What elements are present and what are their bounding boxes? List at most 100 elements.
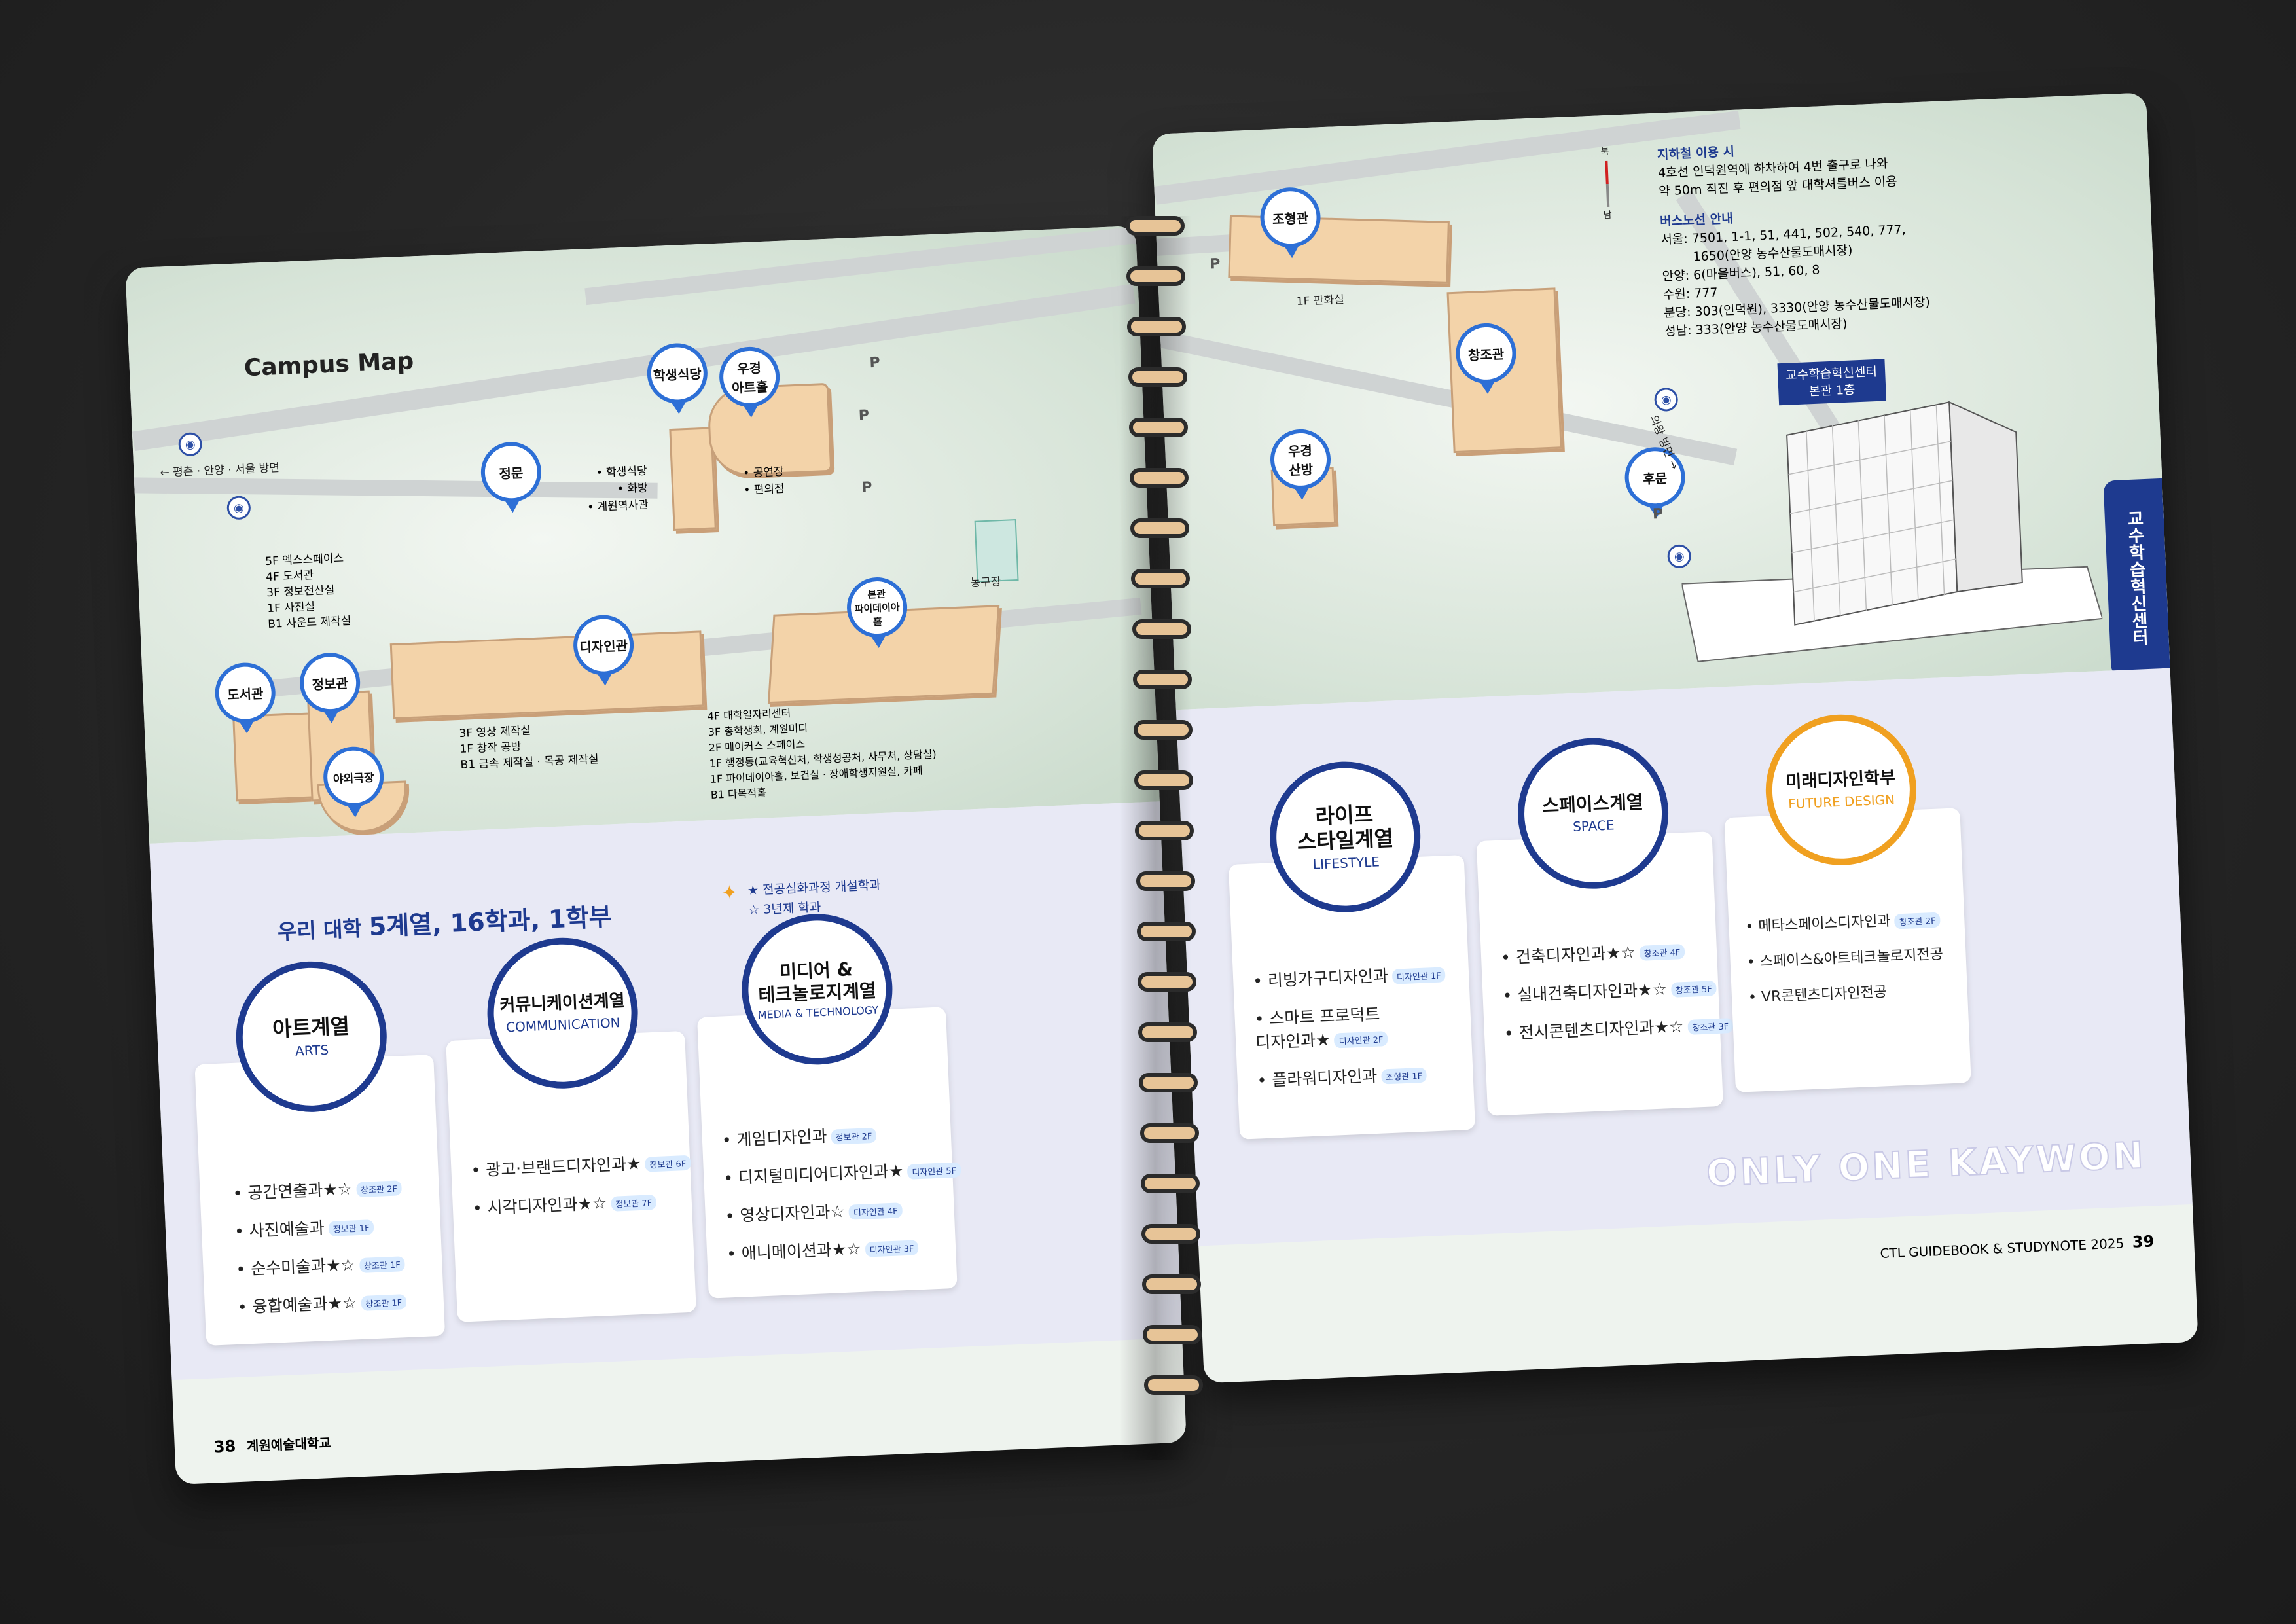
note-line: • 공연장 xyxy=(742,465,785,480)
pin-label: 정문 xyxy=(499,465,524,482)
location-tag: 창조관 1F xyxy=(360,1293,407,1311)
right-page: 조형관 창조관 우경 산방 후문 1F 판화실 P P ◉ ◉ 의왕 방면 → … xyxy=(1152,92,2198,1384)
dept-name: 광고·브랜드디자인과★ xyxy=(485,1153,642,1180)
pin-label: 디자인관 xyxy=(579,637,628,655)
parking-icon: P xyxy=(869,354,881,372)
transit-info: 지하철 이용 시 4호선 인덕원역에 하차하여 4번 출구로 나와 약 50m … xyxy=(1657,135,1931,341)
spiral-ring xyxy=(1139,1123,1199,1143)
dept-name: 시각디자인과★☆ xyxy=(487,1193,607,1218)
group-name-en: LIFESTYLE xyxy=(1312,854,1380,873)
dept-item: • 건축디자인과★☆창조관 4F xyxy=(1500,935,1730,969)
design-floors: 3F 영상 제작실 1F 창작 공방 B1 금속 제작실 · 목공 제작실 xyxy=(459,720,599,773)
group-name-ko: 미디어 & 테크놀로지계열 xyxy=(757,958,877,1006)
left-page: Campus Map ◉ ◉ ← 평촌 · 안양 · 서울 방면 농구장 정문 … xyxy=(125,226,1187,1485)
pin-label: 정보관 xyxy=(312,675,349,693)
location-tag: 창조관 3F xyxy=(1687,1017,1734,1035)
dept-item: • 융합예술과★☆창조관 1F xyxy=(237,1288,407,1318)
basketball-label: 농구장 xyxy=(970,575,1001,590)
group-name-en: COMMUNICATION xyxy=(505,1014,621,1035)
school-name: 계원예술대학교 xyxy=(246,1435,332,1454)
side-tab-label: 교수학습혁신센터 xyxy=(2123,509,2149,647)
group-name-ko: 미래디자인학부 xyxy=(1785,768,1896,793)
dept-item: • 스마트 프로덕트 디자인과★디자인관 2F xyxy=(1254,998,1448,1053)
dept-item: • 순수미술과★☆창조관 1F xyxy=(236,1250,406,1280)
location-tag: 디자인관 4F xyxy=(848,1202,903,1220)
pin-label: 야외극장 xyxy=(332,770,374,786)
pin-label: 도서관 xyxy=(226,685,264,703)
pin-label: 학생식당 xyxy=(653,365,702,384)
dept-name: 메타스페이스디자인과 xyxy=(1757,912,1892,935)
heading-prefix: 우리 대학 xyxy=(277,915,370,945)
spiral-ring xyxy=(1138,972,1196,992)
parking-icon: P xyxy=(861,479,873,496)
spiral-ring xyxy=(1127,317,1187,336)
side-tab[interactable]: 교수학습혁신센터 xyxy=(2103,478,2170,677)
spiral-ring xyxy=(1126,266,1186,286)
dept-list: • 건축디자인과★☆창조관 4F • 실내건축디자인과★☆창조관 5F • 전시… xyxy=(1500,935,1734,1059)
location-tag: 정보관 7F xyxy=(610,1194,657,1212)
page-number: 38 xyxy=(213,1437,236,1456)
location-tag: 정보관 2F xyxy=(831,1127,877,1145)
location-tag: 디자인관 5F xyxy=(906,1161,961,1180)
center-callout: 교수학습혁신센터 본관 1층 xyxy=(1777,359,1886,406)
dept-name: 순수미술과★☆ xyxy=(250,1255,356,1278)
spiral-ring xyxy=(1128,367,1187,387)
location-tag: 창조관 2F xyxy=(1894,912,1941,929)
spiral-ring xyxy=(1142,1274,1202,1294)
group-name-ko: 아트계열 xyxy=(272,1013,350,1042)
note-line: • 화방 xyxy=(617,481,649,496)
compass-south: 남 xyxy=(1603,209,1613,221)
footer-left: 38 계원예술대학교 xyxy=(213,1432,331,1456)
dept-item: • 스페이스&아트테크놀로지전공 xyxy=(1746,946,1944,971)
note-line: • 편의점 xyxy=(743,482,785,497)
building-design xyxy=(389,630,705,720)
spiral-ring xyxy=(1128,418,1188,437)
spiral-ring xyxy=(1132,619,1191,639)
parking-icon: P xyxy=(1652,505,1664,523)
group-name-en: MEDIA & TECHNOLOGY xyxy=(757,1003,879,1022)
spiral-ring xyxy=(1138,1022,1198,1042)
group-name-ko: 라이프 스타일계열 xyxy=(1297,801,1394,855)
spiral-binding xyxy=(1080,216,1230,1460)
spiral-ring xyxy=(1130,518,1190,538)
dept-name: 사진예술과 xyxy=(249,1218,325,1241)
dept-name: VR콘텐츠디자인전공 xyxy=(1761,984,1888,1006)
location-tag: 디자인관 1F xyxy=(1391,966,1446,984)
dept-name: 공간연출과★☆ xyxy=(247,1179,353,1203)
dept-name: 디지털미디어디자인과★ xyxy=(738,1161,904,1187)
spiral-ring xyxy=(1143,1325,1202,1344)
dept-item: • 실내건축디자인과★☆창조관 5F xyxy=(1502,973,1732,1007)
location-tag: 디자인관 3F xyxy=(865,1239,919,1257)
spiral-ring xyxy=(1143,1375,1203,1395)
dept-item: • 애니메이션과★☆디자인관 3F xyxy=(726,1231,964,1265)
note-line: • 학생식당 xyxy=(596,464,648,480)
legend-star-icon: ✦ xyxy=(721,881,739,905)
spiral-ring xyxy=(1136,922,1196,941)
group-name-en: FUTURE DESIGN xyxy=(1787,791,1895,812)
dept-item: • 영상디자인과☆디자인관 4F xyxy=(725,1193,963,1227)
guidebook-title: CTL GUIDEBOOK & STUDYNOTE 2025 xyxy=(1880,1235,2125,1261)
dept-name: 실내건축디자인과★☆ xyxy=(1516,979,1668,1005)
spiral-ring xyxy=(1132,670,1192,689)
pin-label: 본관 파이데이아홀 xyxy=(854,587,900,628)
dept-name: 게임디자인과 xyxy=(736,1126,828,1149)
spiral-ring xyxy=(1134,770,1194,790)
group-name-en: SPACE xyxy=(1572,817,1615,835)
note-line: • 계원역사관 xyxy=(586,498,649,514)
spiral-ring xyxy=(1139,1073,1198,1092)
location-tag: 창조관 2F xyxy=(355,1180,403,1197)
pin-label: 우경 산방 xyxy=(1287,442,1314,478)
dept-item: • 시각디자인과★☆정보관 7F xyxy=(472,1187,692,1219)
library-floors: 5F 엑스스페이스 4F 도서관 3F 정보전산실 1F 사진실 B1 사운드 … xyxy=(265,550,351,632)
dept-name: 건축디자인과★☆ xyxy=(1515,943,1636,967)
spiral-ring xyxy=(1131,569,1191,588)
center-building-illustration xyxy=(1681,401,2104,662)
location-tag: 디자인관 2F xyxy=(1334,1030,1388,1049)
spiral-ring xyxy=(1134,720,1193,740)
pin-label: 창조관 xyxy=(1467,346,1505,363)
